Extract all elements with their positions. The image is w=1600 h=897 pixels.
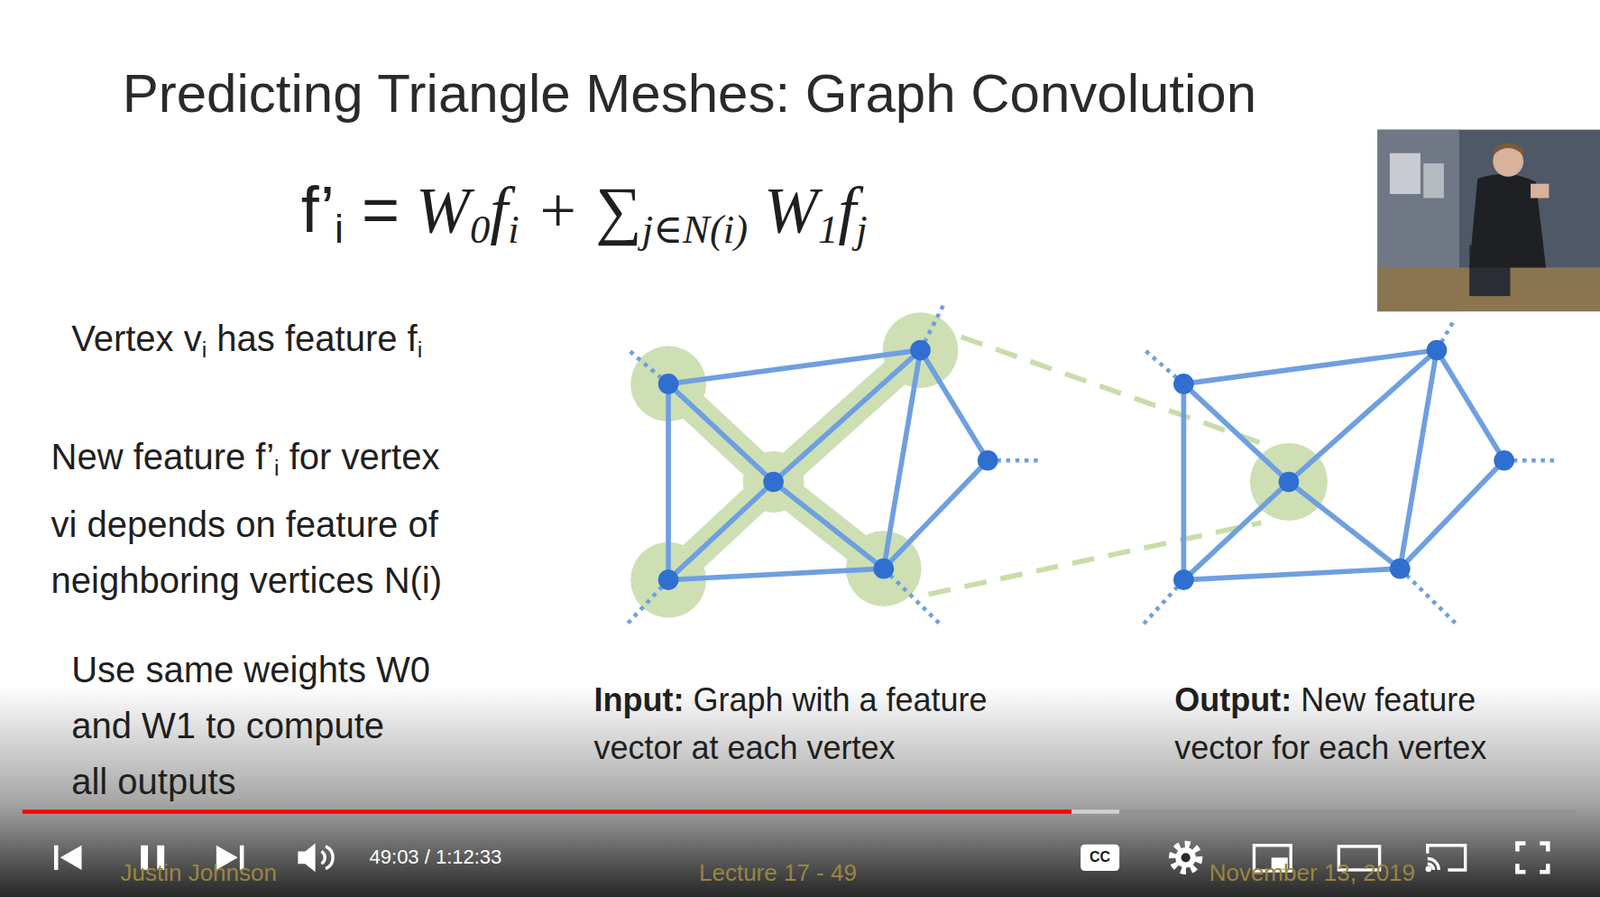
settings-icon — [1172, 844, 1199, 871]
fullscreen-icon — [1517, 843, 1548, 873]
note-text: Vertex vi has feature fi — [71, 315, 423, 373]
webcam-inset — [1377, 129, 1600, 312]
progress-buffer — [1071, 809, 1120, 814]
slide-title: Predicting Triangle Meshes: Graph Convol… — [122, 61, 1257, 127]
output-graph — [1142, 318, 1555, 625]
captions-icon — [1080, 844, 1120, 871]
footer-text: Justin Johnson — [120, 857, 277, 887]
input-graph — [624, 302, 1039, 627]
progress-played — [22, 809, 1072, 814]
graph-caption: Output: New feature vector for each vert… — [1174, 675, 1487, 772]
skip-previous-icon — [54, 845, 83, 870]
formula: f’i = W0fi + ∑j∈N(i) W1fj — [301, 170, 868, 268]
footer-text: Lecture 17 - 49 — [698, 857, 857, 887]
cast-icon — [1426, 845, 1465, 871]
note-text: New feature f’i for vertex vi depends on… — [51, 428, 443, 608]
volume-icon — [297, 843, 333, 873]
footer-text: November 13, 2019 — [1209, 857, 1416, 887]
progress-track — [22, 809, 1577, 814]
time-display: 49:03 / 1:12:33 — [369, 844, 503, 870]
graph-caption: Input: Graph with a feature vector at ea… — [593, 675, 987, 772]
note-text: Use same weights W0 and W1 to compute al… — [71, 641, 431, 810]
captions-label: CC — [1089, 847, 1111, 866]
